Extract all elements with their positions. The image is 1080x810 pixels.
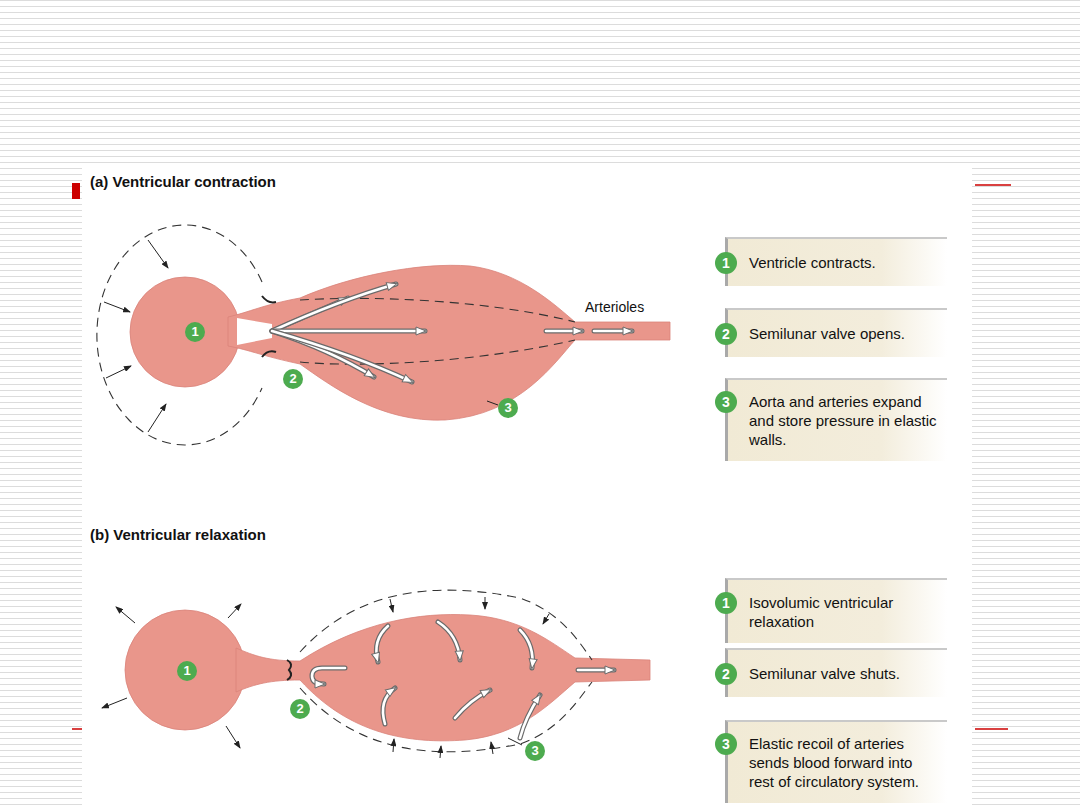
figure-heading: (a) Ventricular contraction: [90, 173, 276, 190]
callout-number: 1: [177, 661, 197, 681]
callout-number: 3: [715, 733, 737, 755]
callout-number: 3: [715, 391, 737, 413]
callout-number: 3: [498, 398, 518, 418]
figure-panel: [82, 168, 972, 810]
relaxation-figure: [102, 590, 650, 758]
callout-number: 2: [283, 369, 303, 389]
callout-number: 2: [715, 323, 737, 345]
step-box: 2Semilunar valve shuts.: [725, 648, 947, 697]
figure-heading: (b) Ventricular relaxation: [90, 526, 266, 543]
red-rule: [975, 728, 1008, 730]
step-box: 1Isovolumic ventricular relaxation: [725, 578, 947, 643]
part-label: Arterioles: [585, 299, 644, 315]
step-box: 2Semilunar valve opens.: [725, 308, 947, 357]
step-text: Aorta and arteries expand and store pres…: [749, 392, 941, 449]
red-marker: [72, 183, 80, 199]
red-rule: [72, 728, 82, 730]
step-text: Elastic recoil of arteries sends blood f…: [749, 734, 941, 791]
callout-number: 1: [715, 252, 737, 274]
step-text: Isovolumic ventricular relaxation: [749, 593, 941, 631]
contraction-figure: [97, 225, 670, 445]
step-text: Semilunar valve opens.: [749, 324, 941, 343]
step-text: Semilunar valve shuts.: [749, 664, 941, 683]
callout-number: 1: [185, 322, 205, 342]
callout-number: 3: [525, 741, 545, 761]
callout-number: 2: [715, 663, 737, 685]
step-box: 1Ventricle contracts.: [725, 237, 947, 286]
callout-number: 2: [290, 699, 310, 719]
callout-number: 1: [715, 592, 737, 614]
red-rule: [975, 184, 1011, 186]
step-text: Ventricle contracts.: [749, 253, 941, 272]
step-box: 3Aorta and arteries expand and store pre…: [725, 378, 947, 461]
step-box: 3Elastic recoil of arteries sends blood …: [725, 720, 947, 803]
